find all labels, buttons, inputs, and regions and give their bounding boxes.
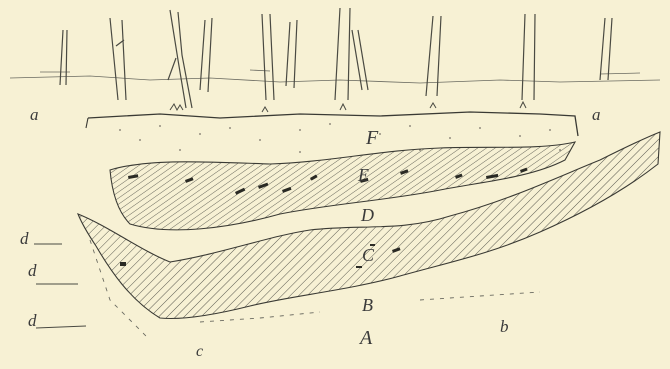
label-a-right: a: [592, 106, 601, 123]
label-e: E: [358, 166, 369, 184]
surface-line: [88, 112, 578, 136]
label-b: B: [362, 296, 373, 314]
grass-tufts: [170, 102, 526, 112]
label-d-3: d: [28, 312, 37, 329]
label-b-lower: b: [500, 318, 509, 335]
label-c-lower: c: [196, 344, 203, 360]
label-c: C: [362, 246, 374, 264]
tree-trunks: [60, 8, 612, 108]
label-d: D: [361, 206, 374, 224]
left-cut-edge: [86, 118, 88, 128]
label-d-2: d: [28, 262, 37, 279]
d-leader-lines: [34, 244, 86, 328]
label-A: A: [360, 328, 372, 348]
label-f: F: [366, 128, 378, 148]
label-d-1: d: [20, 230, 29, 247]
background-ground: [10, 70, 660, 83]
label-a-left: a: [30, 106, 39, 123]
